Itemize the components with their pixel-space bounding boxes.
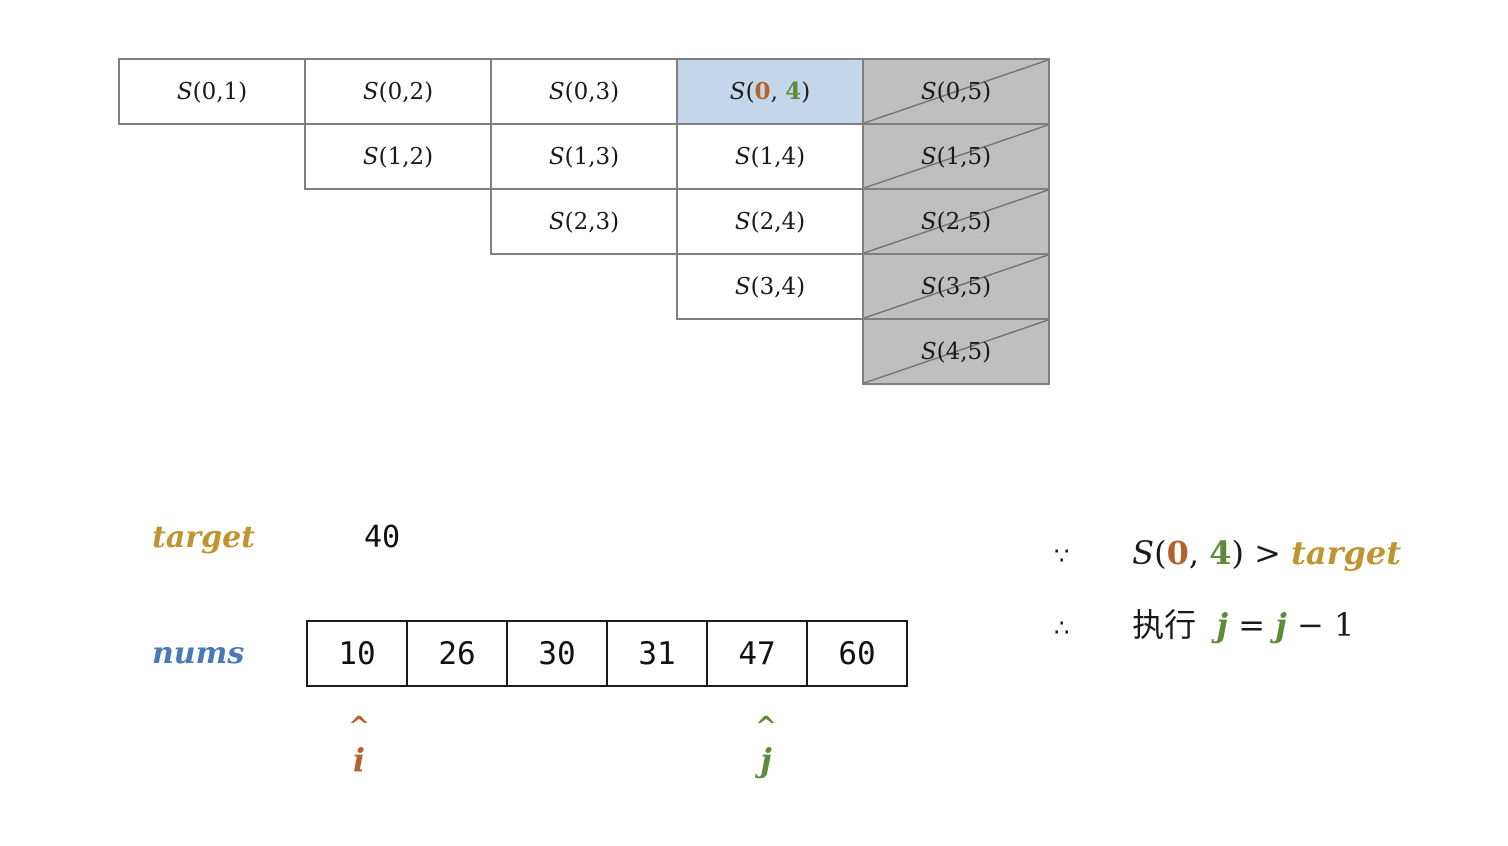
pointer-j: ^ j (746, 714, 786, 780)
cell-label: S(3,5) (920, 273, 992, 300)
eliminated-slash (864, 320, 1048, 383)
target-value: 40 (364, 520, 401, 555)
cell-label: S(4,5) (920, 338, 992, 365)
cell-s-0-3: S(0,3) (490, 58, 678, 125)
eliminated-slash (864, 60, 1048, 123)
pointer-i-label: i (352, 741, 366, 779)
nums-element-4: 47 (706, 620, 808, 687)
cell-label: S(1,3) (548, 143, 620, 170)
cell-label: S(2,4) (734, 208, 806, 235)
condition-j: 4 (1209, 534, 1232, 572)
cell-label: S(1,2) (362, 143, 434, 170)
nums-element-2: 30 (506, 620, 608, 687)
target-label: target (152, 520, 256, 555)
nums-element-5: 60 (806, 620, 908, 687)
cell-s-4-5: S(4,5) (862, 318, 1050, 385)
because-symbol: ∵ (1054, 542, 1070, 570)
cell-label: S(0, 4) (729, 78, 811, 105)
action-verb: 执行 (1132, 606, 1197, 644)
cell-label: S(0,5) (920, 78, 992, 105)
cell-label: S(2,3) (548, 208, 620, 235)
nums-element-1: 26 (406, 620, 508, 687)
action-eq: = (1238, 606, 1266, 644)
therefore-symbol: ∴ (1054, 614, 1070, 642)
condition-rhs: target (1291, 534, 1401, 572)
pointer-i-caret: ^ (348, 712, 370, 742)
nums-element-0: 10 (306, 620, 408, 687)
cell-s-0-1: S(0,1) (118, 58, 306, 125)
cell-s-0-2: S(0,2) (304, 58, 492, 125)
action-lhs: j (1216, 606, 1229, 644)
nums-element-3: 31 (606, 620, 708, 687)
cell-s-1-4: S(1,4) (676, 123, 864, 190)
condition-op: > (1254, 534, 1281, 572)
cell-label: S(0,2) (362, 78, 434, 105)
nums-label: nums (152, 636, 245, 671)
cell-s-1-2: S(1,2) (304, 123, 492, 190)
eliminated-slash (864, 255, 1048, 318)
cell-s-2-4: S(2,4) (676, 188, 864, 255)
cell-s-0-5: S(0,5) (862, 58, 1050, 125)
action-minus: − (1297, 606, 1324, 644)
cell-label: S(3,4) (734, 273, 806, 300)
cell-s-3-5: S(3,5) (862, 253, 1050, 320)
cell-s-2-5: S(2,5) (862, 188, 1050, 255)
pointer-j-caret: ^ (755, 712, 777, 742)
cell-label: S(1,5) (920, 143, 992, 170)
cell-label: S(2,5) (920, 208, 992, 235)
cell-label: S(0,1) (176, 78, 248, 105)
condition-func: S (1132, 534, 1155, 572)
cell-s-2-3: S(2,3) (490, 188, 678, 255)
reason-because: ∵ S(0, 4) > target (1054, 534, 1401, 572)
cell-s-3-4: S(3,4) (676, 253, 864, 320)
eliminated-slash (864, 190, 1048, 253)
cell-s-0-4: S(0, 4) (676, 58, 864, 125)
condition-i: 0 (1166, 534, 1189, 572)
cell-label: S(0,3) (548, 78, 620, 105)
cell-s-1-3: S(1,3) (490, 123, 678, 190)
eliminated-slash (864, 125, 1048, 188)
cell-label: S(1,4) (734, 143, 806, 170)
pointer-j-label: j (760, 741, 772, 779)
pointer-i: ^ i (339, 714, 379, 780)
action-rhs-var: j (1275, 606, 1287, 644)
cell-s-1-5: S(1,5) (862, 123, 1050, 190)
reason-therefore: ∴ 执行 j = j − 1 (1054, 600, 1354, 646)
action-num: 1 (1334, 606, 1355, 644)
